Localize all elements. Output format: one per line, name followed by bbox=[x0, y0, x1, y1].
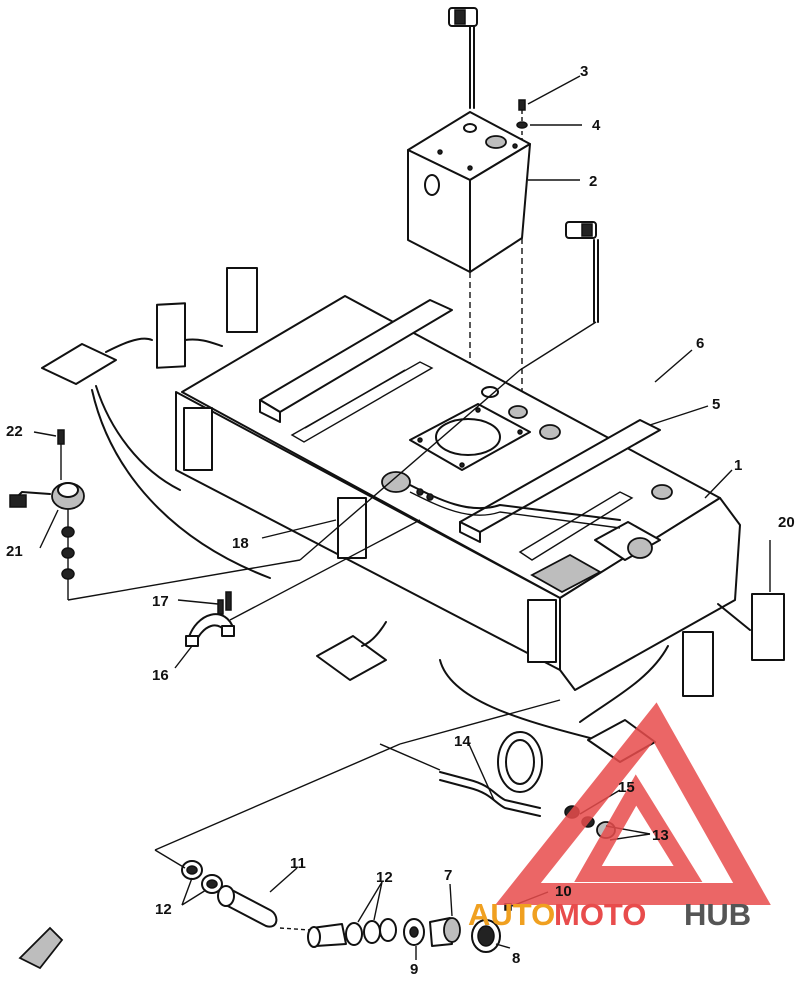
callout-labels: 3 4 2 6 5 1 20 18 21 22 17 16 14 15 13 1… bbox=[6, 63, 795, 978]
callout-7: 7 bbox=[444, 867, 452, 884]
washer-4 bbox=[516, 121, 528, 129]
callout-10: 10 bbox=[555, 883, 572, 900]
watermark-triangle bbox=[495, 702, 771, 905]
callout-16: 16 bbox=[152, 667, 169, 684]
sub-tank bbox=[407, 111, 531, 430]
bolts-17 bbox=[217, 591, 232, 615]
callout-3: 3 bbox=[580, 63, 588, 80]
callout-4: 4 bbox=[592, 117, 601, 134]
callout-6: 6 bbox=[696, 335, 704, 352]
watermark-logo bbox=[495, 702, 771, 905]
callout-8: 8 bbox=[512, 950, 520, 967]
bottom-parts bbox=[18, 860, 512, 970]
callout-13: 13 bbox=[652, 827, 669, 844]
leader-lines bbox=[67, 369, 561, 931]
callout-15: 15 bbox=[618, 779, 635, 796]
callout-11: 11 bbox=[290, 855, 306, 872]
callout-12-left: 12 bbox=[155, 901, 172, 918]
watermark-inner-triangle bbox=[574, 774, 703, 882]
hose-14 bbox=[439, 731, 543, 817]
filler-assembly-21 bbox=[9, 482, 85, 600]
callout-12-right: 12 bbox=[376, 869, 393, 886]
callout-9: 9 bbox=[410, 961, 418, 978]
fuel-sender-unit bbox=[448, 7, 478, 109]
screw-22 bbox=[57, 429, 65, 480]
gauge-sender bbox=[519, 221, 599, 371]
callout-5: 5 bbox=[712, 396, 720, 413]
callout-20: 20 bbox=[778, 514, 795, 531]
callout-17: 17 bbox=[152, 593, 169, 610]
callout-2: 2 bbox=[589, 173, 597, 190]
callout-14: 14 bbox=[454, 733, 471, 750]
watermark-text: AUTO MOTO HUB bbox=[468, 897, 751, 932]
assembly-arrows bbox=[91, 337, 751, 739]
callout-1: 1 bbox=[734, 457, 742, 474]
watermark-hub: HUB bbox=[684, 897, 751, 932]
callout-21: 21 bbox=[6, 543, 23, 560]
watermark-auto: AUTO bbox=[468, 897, 555, 932]
callout-22: 22 bbox=[6, 423, 23, 440]
watermark-moto: MOTO bbox=[554, 897, 646, 932]
fuel-tank bbox=[175, 295, 741, 691]
strap-16 bbox=[185, 613, 235, 647]
callout-18: 18 bbox=[232, 535, 249, 552]
screw-3 bbox=[518, 99, 526, 140]
